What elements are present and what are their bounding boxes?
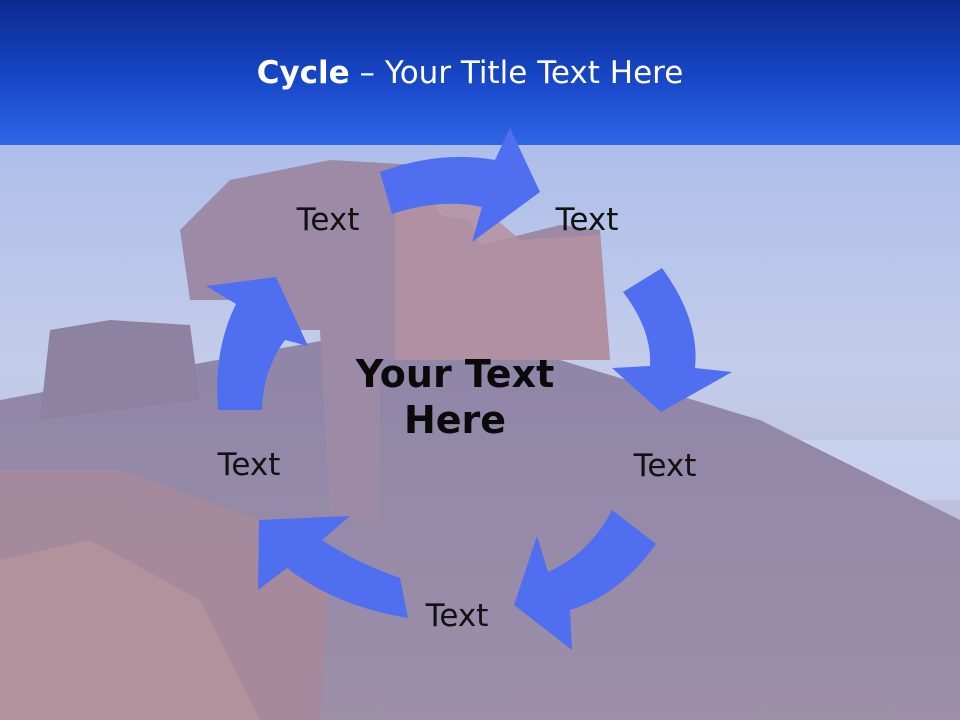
- title-bold-part: Cycle: [256, 55, 350, 91]
- center-text-line-2: Here: [403, 398, 507, 442]
- cycle-arrow-5: [206, 277, 308, 410]
- cycle-arrow-3: [514, 510, 656, 650]
- slide-title: Cycle – Your Title Text Here: [0, 55, 940, 91]
- cycle-node-3-label: Text: [633, 448, 697, 484]
- title-header: [0, 0, 960, 145]
- cycle-arrow-2: [612, 268, 732, 412]
- cycle-arrow-4: [258, 516, 408, 618]
- cycle-arrows: [206, 128, 732, 650]
- center-text-line-1: Your Text: [355, 352, 555, 396]
- cycle-node-2-label: Text: [555, 202, 619, 238]
- title-rest-part: – Your Title Text Here: [349, 55, 684, 91]
- cycle-arrow-1: [380, 128, 540, 242]
- cycle-center-text: Your Text Here: [325, 351, 585, 443]
- cycle-node-5-label: Text: [217, 447, 281, 483]
- cycle-node-4-label: Text: [425, 598, 489, 634]
- cycle-node-1-label: Text: [296, 202, 360, 238]
